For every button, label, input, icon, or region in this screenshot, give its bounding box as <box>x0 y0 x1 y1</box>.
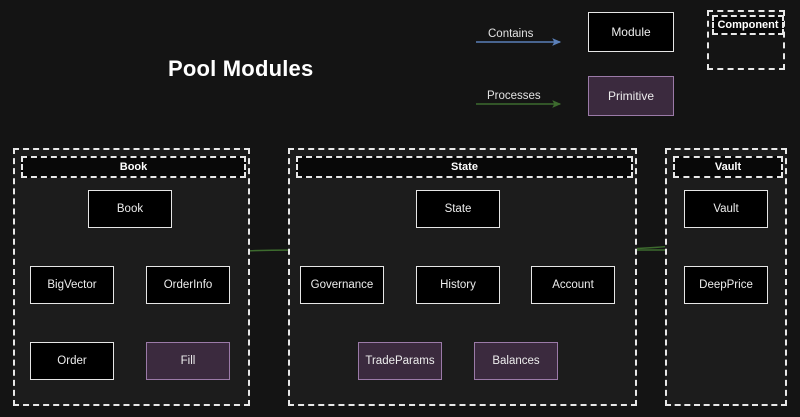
group-header-state: State <box>296 156 633 178</box>
node-balances[interactable]: Balances <box>474 342 558 380</box>
node-state[interactable]: State <box>416 190 500 228</box>
legend-module-box: Module <box>588 12 674 52</box>
node-bigvector[interactable]: BigVector <box>30 266 114 304</box>
page-title: Pool Modules <box>168 56 314 81</box>
node-deepprice[interactable]: DeepPrice <box>684 266 768 304</box>
node-governance[interactable]: Governance <box>300 266 384 304</box>
node-fill[interactable]: Fill <box>146 342 230 380</box>
legend-contains-label: Contains <box>488 28 534 40</box>
node-history[interactable]: History <box>416 266 500 304</box>
node-order[interactable]: Order <box>30 342 114 380</box>
node-book[interactable]: Book <box>88 190 172 228</box>
legend-component-box: Component <box>707 10 785 70</box>
node-orderinfo[interactable]: OrderInfo <box>146 266 230 304</box>
group-header-vault: Vault <box>673 156 783 178</box>
legend-component-label: Component <box>712 15 784 35</box>
node-account[interactable]: Account <box>531 266 615 304</box>
legend-primitive-box: Primitive <box>588 76 674 116</box>
group-header-book: Book <box>21 156 246 178</box>
node-tradeparams[interactable]: TradeParams <box>358 342 442 380</box>
legend-processes-label: Processes <box>487 90 541 102</box>
node-vault[interactable]: Vault <box>684 190 768 228</box>
